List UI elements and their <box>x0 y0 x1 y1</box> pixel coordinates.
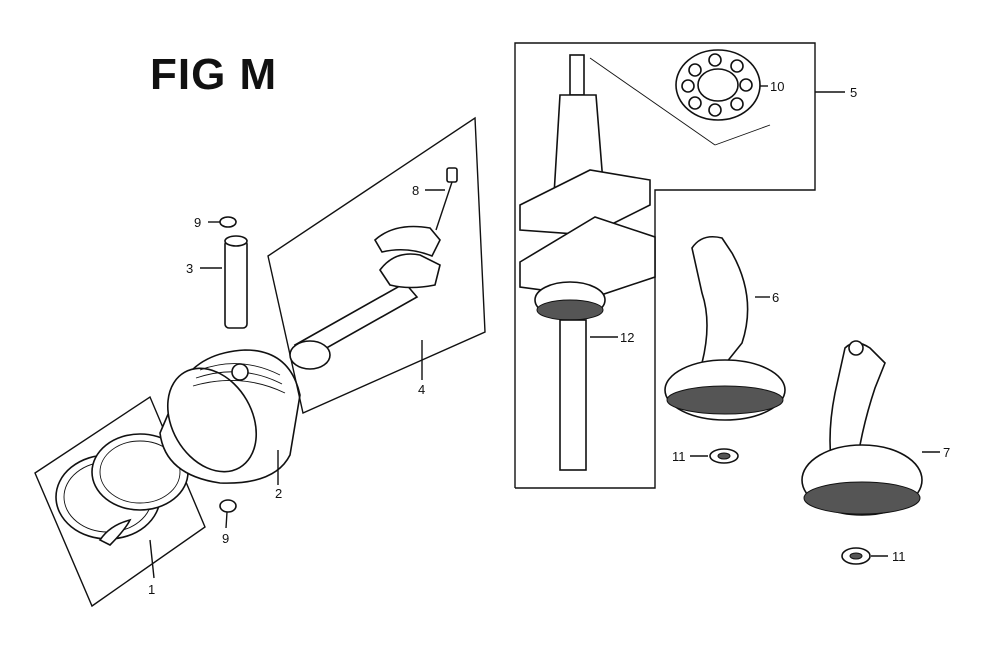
connecting-rod-assembly <box>267 116 486 414</box>
piston-pin-clip-upper <box>208 216 237 228</box>
piston-pin <box>200 235 248 329</box>
callout-9-upper: 9 <box>194 215 201 230</box>
conrod-frame <box>267 116 486 414</box>
crankshaft-threaded-end <box>569 54 585 96</box>
callout-4: 4 <box>418 382 425 397</box>
callout-9-lower: 9 <box>222 531 229 546</box>
callout-11-upper: 11 <box>672 449 686 464</box>
piston-pin-clip-lower <box>219 499 237 529</box>
piston-ring-set <box>34 395 206 608</box>
piston-crown <box>166 367 258 473</box>
crankshaft-frame <box>514 42 816 489</box>
rod-big-end <box>379 253 441 289</box>
rod-cap <box>373 225 441 258</box>
crankshaft-alt-1 <box>664 235 786 421</box>
callout-1: 1 <box>148 582 155 597</box>
callout-8: 8 <box>412 183 419 198</box>
callout-11-lower: 11 <box>892 549 906 564</box>
rod-bolt <box>425 167 458 231</box>
piston-pin-bore <box>231 363 249 381</box>
washer-lower <box>841 547 888 565</box>
callout-12: 12 <box>620 330 634 345</box>
ring-gap <box>98 518 132 546</box>
crankshaft-pto-shaft <box>559 319 587 471</box>
piston <box>159 349 301 485</box>
callout-10: 10 <box>770 79 784 94</box>
ball-bearing <box>675 49 768 121</box>
counterweight-upper <box>519 169 651 236</box>
callout-7: 7 <box>943 445 950 460</box>
crank-arm-6 <box>691 235 749 369</box>
counterweight-lower <box>519 216 656 298</box>
callout-3: 3 <box>186 261 193 276</box>
callout-2: 2 <box>275 486 282 501</box>
ring-set-frame <box>34 395 206 608</box>
crankshaft-alt-2 <box>801 340 940 516</box>
crankshaft-assembly <box>514 42 845 489</box>
callout-5: 5 <box>850 85 857 100</box>
callout-6: 6 <box>772 290 779 305</box>
washer-upper <box>690 448 739 464</box>
figure-title: FIG M <box>150 50 278 99</box>
